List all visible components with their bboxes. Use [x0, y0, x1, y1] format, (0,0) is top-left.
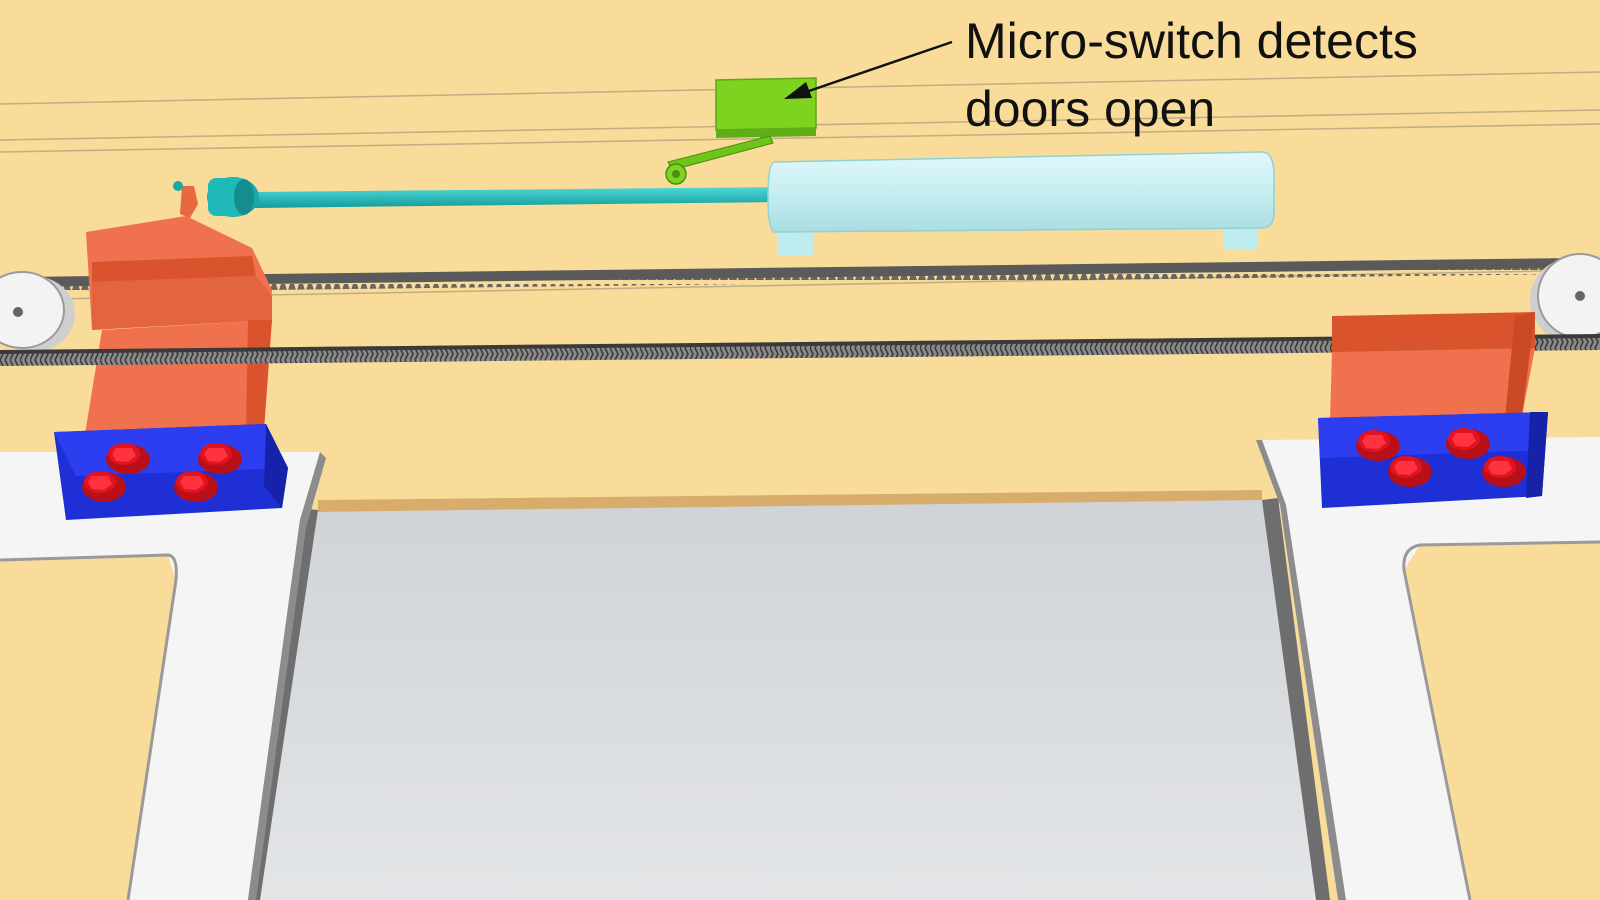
bolt-icon	[1388, 456, 1432, 487]
bolt-icon	[198, 443, 242, 474]
right-door-bracket	[1330, 312, 1535, 420]
pulley-right-icon	[1530, 253, 1600, 342]
annotation-line-1: Micro-switch detects	[965, 13, 1418, 69]
left-bolts	[82, 443, 242, 502]
bolt-icon	[1446, 428, 1490, 459]
bolt-icon	[106, 443, 150, 474]
right-bolts	[1356, 428, 1526, 487]
left-door-frame	[0, 452, 326, 900]
actuator-rod	[207, 177, 785, 217]
bolt-icon	[82, 471, 126, 502]
bolt-icon	[1482, 456, 1526, 487]
upper-belt	[20, 258, 1575, 293]
lower-belt	[0, 334, 1600, 366]
pneumatic-cylinder	[767, 151, 1275, 256]
pulley-left-icon	[0, 271, 75, 352]
door-opening	[240, 490, 1330, 900]
annotation-line-2: doors open	[965, 81, 1215, 137]
right-door-frame	[1256, 437, 1600, 900]
bolt-icon	[174, 471, 218, 502]
bolt-icon	[1356, 430, 1400, 461]
micro-switch	[665, 77, 817, 185]
left-mount-plate	[54, 424, 288, 520]
annotation-arrow	[784, 40, 953, 99]
